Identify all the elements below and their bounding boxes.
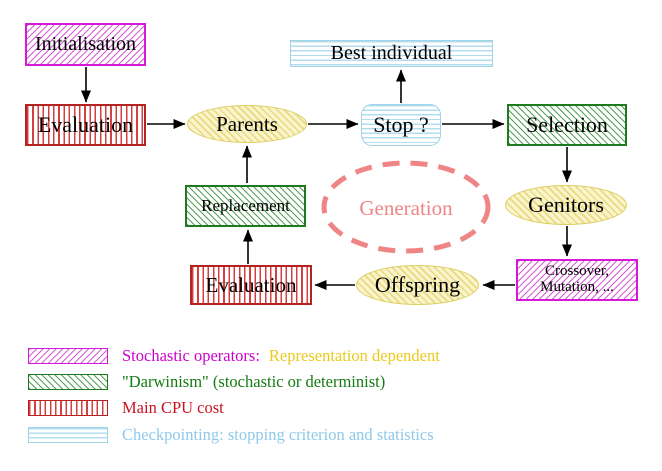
node-stop: Stop ?	[361, 104, 441, 146]
legend-swatch-magenta-hatch	[28, 347, 108, 364]
node-replacement: Replacement	[185, 185, 306, 227]
crossover-line1: Crossover,	[545, 263, 609, 280]
node-crossover-mutation: Crossover, Mutation, ...	[516, 259, 638, 301]
legend-label-representation-dependent: Representation dependent	[268, 345, 440, 365]
legend-item-main-cpu-cost: Main CPU cost	[28, 397, 224, 417]
legend-label-darwinism: "Darwinism" (stochastic or determinist)	[122, 371, 386, 391]
generation-label: Generation	[359, 195, 453, 220]
node-evaluation-bottom: Evaluation	[190, 265, 312, 305]
legend-item-stochastic-operators: Stochastic operators: Representation depe…	[28, 345, 440, 365]
legend-swatch-cyan-stripes	[28, 426, 108, 443]
node-best-individual: Best individual	[290, 40, 493, 67]
node-offspring: Offspring	[356, 265, 479, 305]
crossover-line2: Mutation, ...	[540, 279, 614, 295]
node-evaluation-top: Evaluation	[25, 104, 146, 146]
legend-label-checkpointing: Checkpointing: stopping criterion and st…	[122, 424, 434, 444]
node-genitors: Genitors	[505, 185, 627, 225]
node-initialisation: Initialisation	[25, 23, 146, 66]
legend-label-stochastic-operators: Stochastic operators:	[122, 345, 260, 365]
legend-swatch-green-hatch	[28, 373, 108, 390]
legend-item-checkpointing: Checkpointing: stopping criterion and st…	[28, 424, 434, 444]
node-parents: Parents	[187, 105, 307, 143]
legend-item-darwinism: "Darwinism" (stochastic or determinist)	[28, 371, 386, 391]
node-selection: Selection	[507, 104, 627, 146]
legend-label-main-cpu-cost: Main CPU cost	[122, 397, 224, 417]
legend-swatch-red-stripes	[28, 399, 108, 416]
